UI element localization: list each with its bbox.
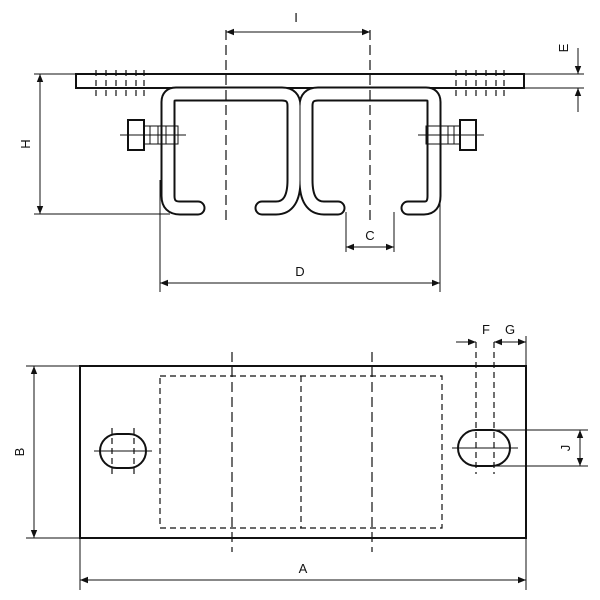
- right-plate-hole: [455, 70, 505, 98]
- top-view: F G J B A: [12, 322, 588, 590]
- left-slot-hole: [94, 428, 152, 474]
- dimension-j-label: J: [558, 445, 573, 452]
- dimension-h-label: H: [18, 139, 33, 148]
- dimension-a-label: A: [299, 561, 308, 576]
- dimension-b: B: [12, 365, 80, 539]
- left-bolt: [120, 119, 186, 151]
- dimension-g-label: G: [505, 322, 515, 337]
- mounting-plate: [75, 73, 525, 89]
- dimension-i-label: I: [294, 10, 298, 25]
- dimension-e-label: E: [556, 43, 571, 52]
- dimension-e: E: [524, 43, 584, 112]
- dimension-d-label: D: [295, 264, 304, 279]
- dimension-d: D: [159, 180, 441, 292]
- dimension-c-label: C: [365, 228, 374, 243]
- left-plate-hole: [95, 70, 145, 98]
- dimension-f-label: F: [482, 322, 490, 337]
- base-plate: [79, 365, 527, 539]
- dimension-h: H: [18, 73, 170, 215]
- dimension-a: A: [79, 538, 527, 590]
- dimension-b-label: B: [12, 448, 27, 457]
- dimension-c: C: [345, 212, 395, 252]
- side-view: I E H C D: [18, 10, 584, 292]
- dimension-g: G: [494, 322, 527, 366]
- twin-channel-profile-inner: [162, 88, 440, 214]
- right-slot-hole: [452, 342, 518, 474]
- dimension-j: J: [494, 429, 588, 467]
- dimension-i: I: [226, 10, 370, 36]
- right-bolt: [418, 119, 484, 151]
